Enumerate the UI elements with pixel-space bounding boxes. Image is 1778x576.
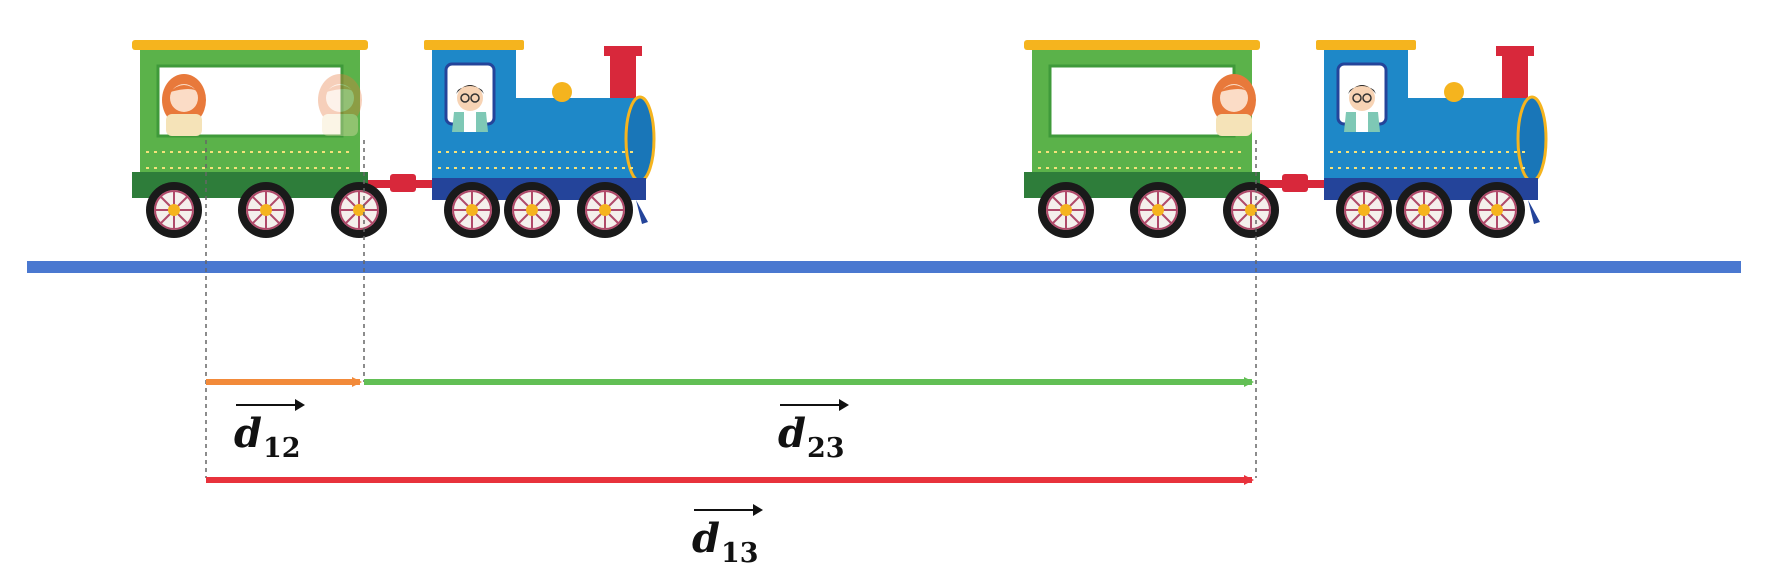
label-d23: d23 bbox=[778, 399, 849, 464]
label-d12-base: d bbox=[234, 410, 262, 457]
label-d12-sub: 12 bbox=[262, 433, 301, 464]
train-position-2 bbox=[1024, 40, 1546, 238]
passenger-girl-icon bbox=[162, 74, 206, 136]
train-position-1 bbox=[132, 40, 654, 238]
label-d13-base: d bbox=[692, 515, 720, 562]
label-d13: d13 bbox=[692, 504, 763, 569]
label-d12: d12 bbox=[234, 399, 305, 464]
label-d13-sub: 13 bbox=[720, 538, 759, 569]
reference-lines bbox=[205, 140, 1257, 478]
label-d23-base: d bbox=[778, 410, 806, 457]
label-d23-sub: 23 bbox=[806, 433, 845, 464]
track bbox=[27, 261, 1741, 273]
passenger-girl-icon bbox=[1212, 74, 1256, 136]
passenger-girl-faded-icon bbox=[318, 74, 362, 136]
